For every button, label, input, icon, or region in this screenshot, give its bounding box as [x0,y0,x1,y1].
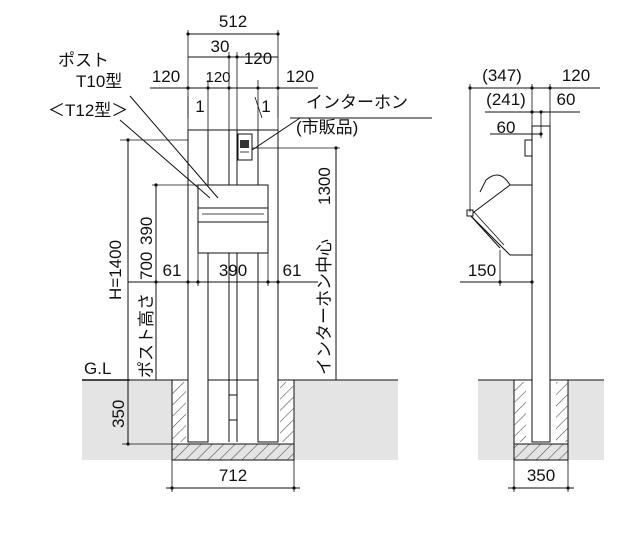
side-dim-inner-depth: (241) [486,90,526,109]
post-insert-label: ポスト高さ [137,293,156,378]
dim-top-width: 512 [219,12,247,31]
dim-post-box-height: 390 [137,217,156,245]
foundation-base [171,443,295,461]
dim-foundation-width: 712 [219,466,247,485]
intercom-center-label: インターホン中心 [315,239,334,375]
side-post [531,125,551,443]
post-label-line3: ＜T12型＞ [48,101,128,120]
side-dim-offset-b: 60 [497,118,516,137]
side-dim-bottom-offset: 150 [468,261,496,280]
dim-gap-left: 61 [163,261,182,280]
gl-label: G.L [84,359,111,378]
post-box [197,184,269,254]
intercom-label-line1: インターホン [306,93,408,112]
slope-right: 1 [261,97,270,116]
side-dim-offset-a: 60 [557,90,576,109]
dim-center-right: 120 [244,49,272,68]
dim-foundation-depth: 350 [109,400,128,428]
post-label-line2: T10型 [76,72,122,91]
side-dim-total-depth: (347) [482,66,522,85]
dim-left-post: 120 [152,67,180,86]
dim-right-post: 120 [286,67,314,86]
side-view: (347) 120 (241) 60 60 150 350 [460,66,604,492]
dim-gap-right: 61 [283,261,302,280]
dim-intercom-center: 1300 [315,167,334,205]
dim-post-insert-height: 700 [137,252,156,280]
dim-height-total: H=1400 [106,240,125,300]
side-post-box [469,184,533,256]
post-label-line1: ポスト [58,51,109,70]
dim-center-gap: 30 [211,37,230,56]
dim-center-inner: 120 [205,69,230,86]
intercom-label-line2: (市販品) [296,118,358,137]
side-dim-post-width: 120 [562,66,590,85]
front-view: 512 30 120 120 120 120 1 1 ポスト T10型 ＜T12… [48,12,432,492]
dim-box-width: 390 [219,261,247,280]
side-dim-foundation-width: 350 [527,466,555,485]
slope-left: 1 [195,97,204,116]
